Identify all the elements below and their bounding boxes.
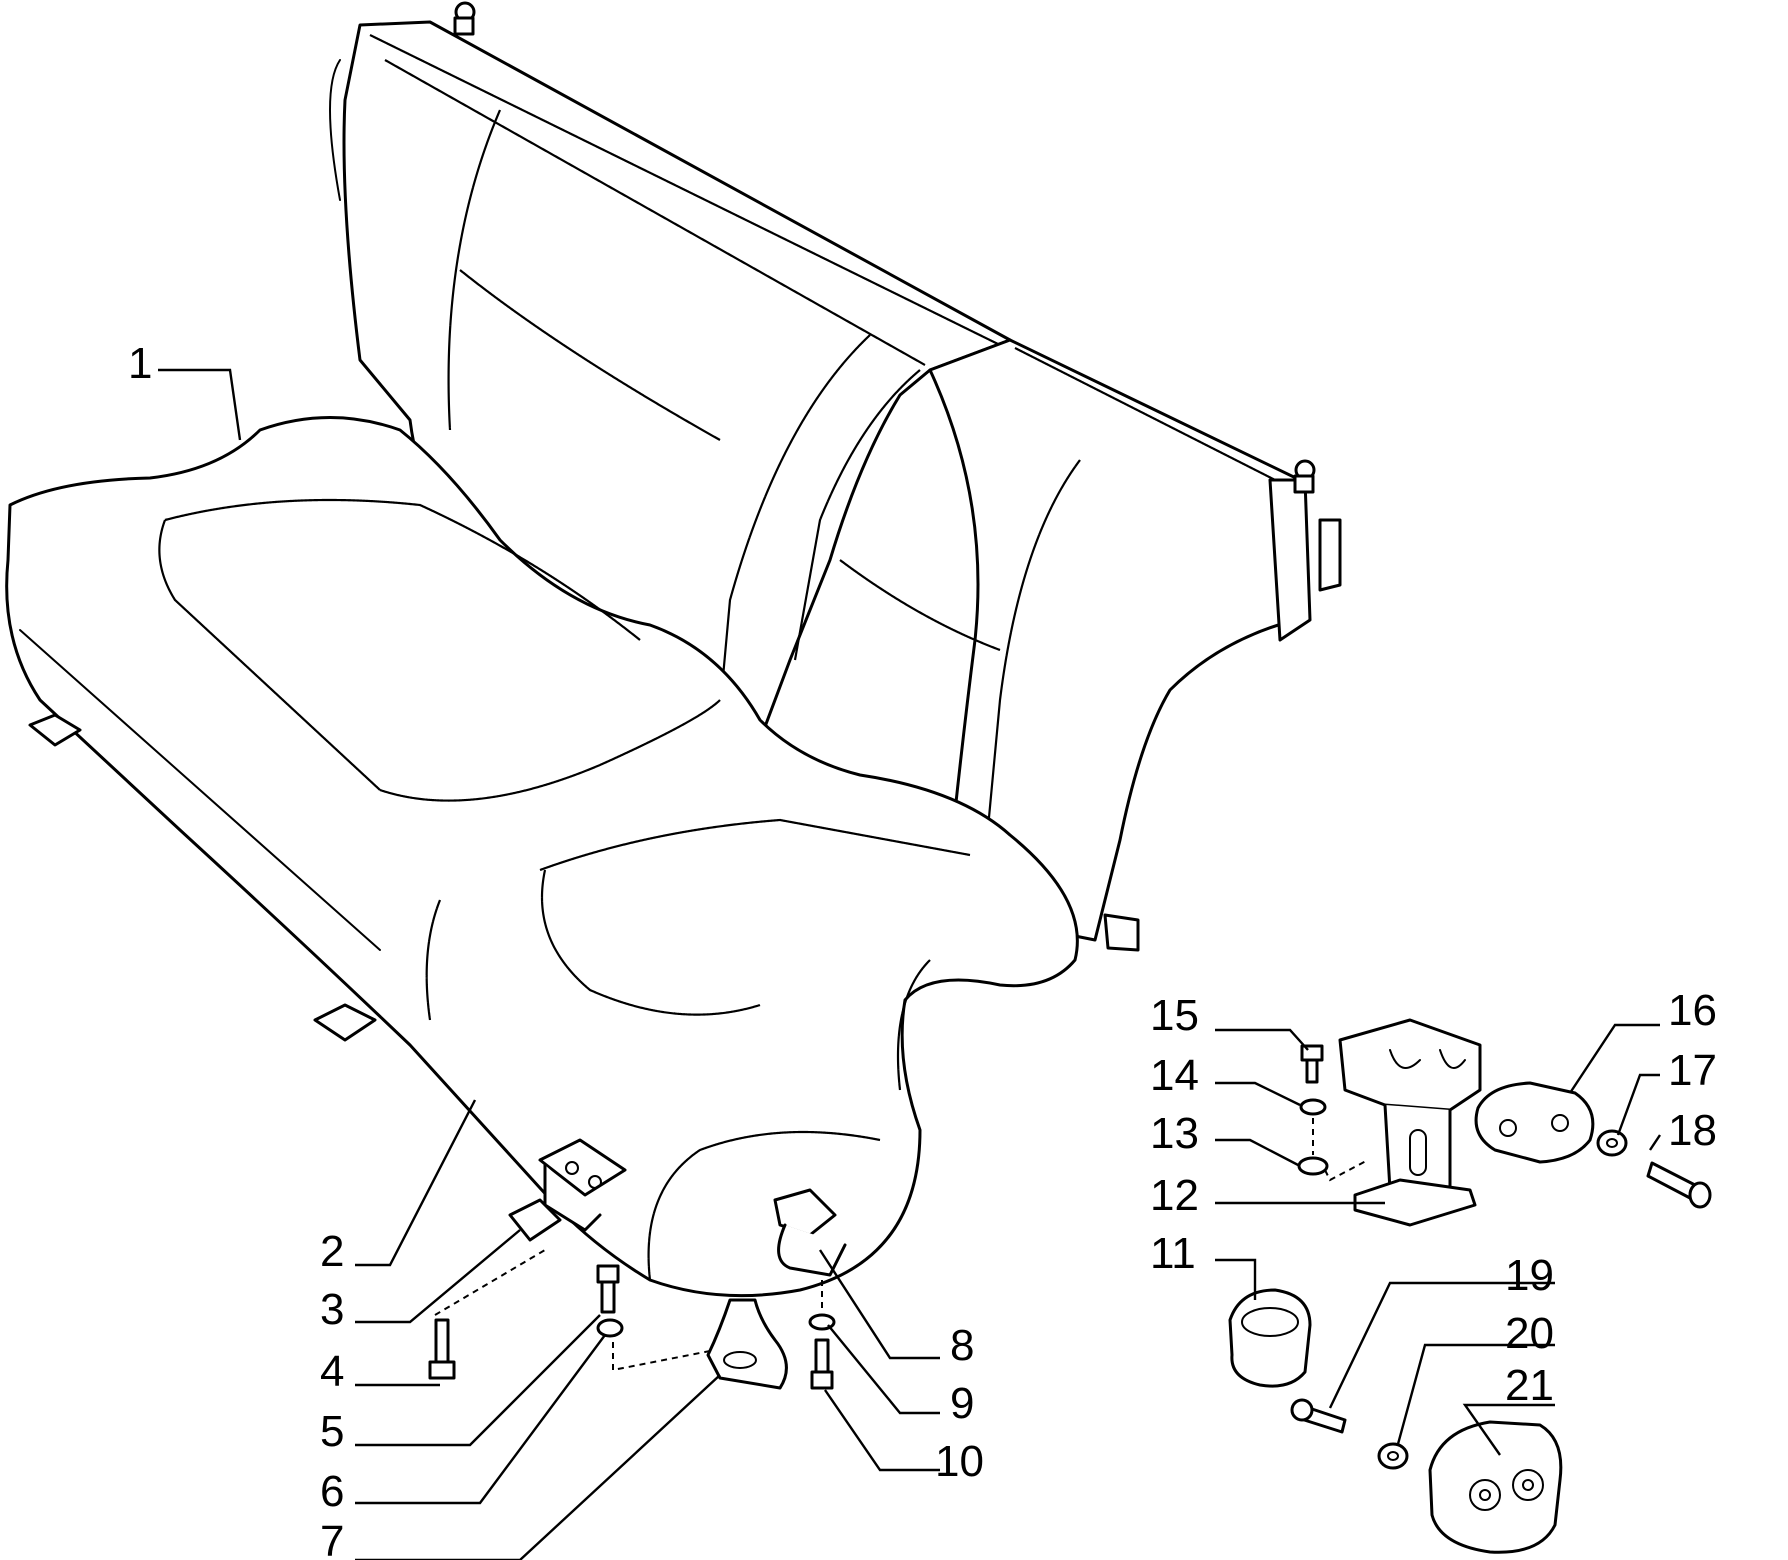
callout-13: 13 <box>1150 1109 1199 1158</box>
washer-20 <box>1377 1442 1409 1470</box>
callout-1: 1 <box>128 339 152 388</box>
callout-labels: 1 2 3 4 5 6 7 8 9 10 11 12 13 14 15 16 1… <box>128 339 1717 1560</box>
leader-lines <box>158 368 1661 1560</box>
bolt-5 <box>596 1264 620 1314</box>
floor-bracket-7 <box>706 1298 788 1390</box>
washer-6 <box>596 1318 624 1338</box>
plate-16 <box>1474 1081 1595 1164</box>
hinge-bracket-part <box>508 1138 627 1242</box>
callout-17: 17 <box>1668 1046 1717 1095</box>
screw-18 <box>1646 1161 1712 1209</box>
callout-6: 6 <box>320 1467 344 1516</box>
callout-4: 4 <box>320 1347 344 1396</box>
callout-7: 7 <box>320 1517 344 1560</box>
bushing-11 <box>1228 1288 1312 1388</box>
callout-2: 2 <box>320 1227 344 1276</box>
callout-12: 12 <box>1150 1171 1199 1220</box>
callout-19: 19 <box>1505 1251 1554 1300</box>
callout-8: 8 <box>950 1321 974 1370</box>
latch-support-12 <box>1338 1018 1482 1227</box>
callout-5: 5 <box>320 1407 344 1456</box>
washer-14 <box>1299 1098 1327 1116</box>
seat-cushion <box>5 416 1079 1298</box>
washer-13 <box>1297 1156 1329 1176</box>
screw-19 <box>1290 1398 1347 1434</box>
washer-17 <box>1596 1129 1628 1157</box>
bolt-15 <box>1300 1044 1324 1084</box>
callout-11: 11 <box>1150 1229 1196 1278</box>
callout-14: 14 <box>1150 1051 1199 1100</box>
callout-15: 15 <box>1150 991 1199 1040</box>
callout-16: 16 <box>1668 986 1717 1035</box>
callout-10: 10 <box>935 1437 984 1486</box>
callout-3: 3 <box>320 1285 344 1334</box>
callout-9: 9 <box>950 1379 974 1428</box>
callout-18: 18 <box>1668 1106 1717 1155</box>
bolt-10 <box>810 1338 834 1390</box>
bushing-21 <box>1428 1420 1563 1554</box>
bolt-4 <box>428 1318 456 1380</box>
callout-20: 20 <box>1505 1309 1554 1358</box>
callout-21: 21 <box>1505 1361 1554 1410</box>
